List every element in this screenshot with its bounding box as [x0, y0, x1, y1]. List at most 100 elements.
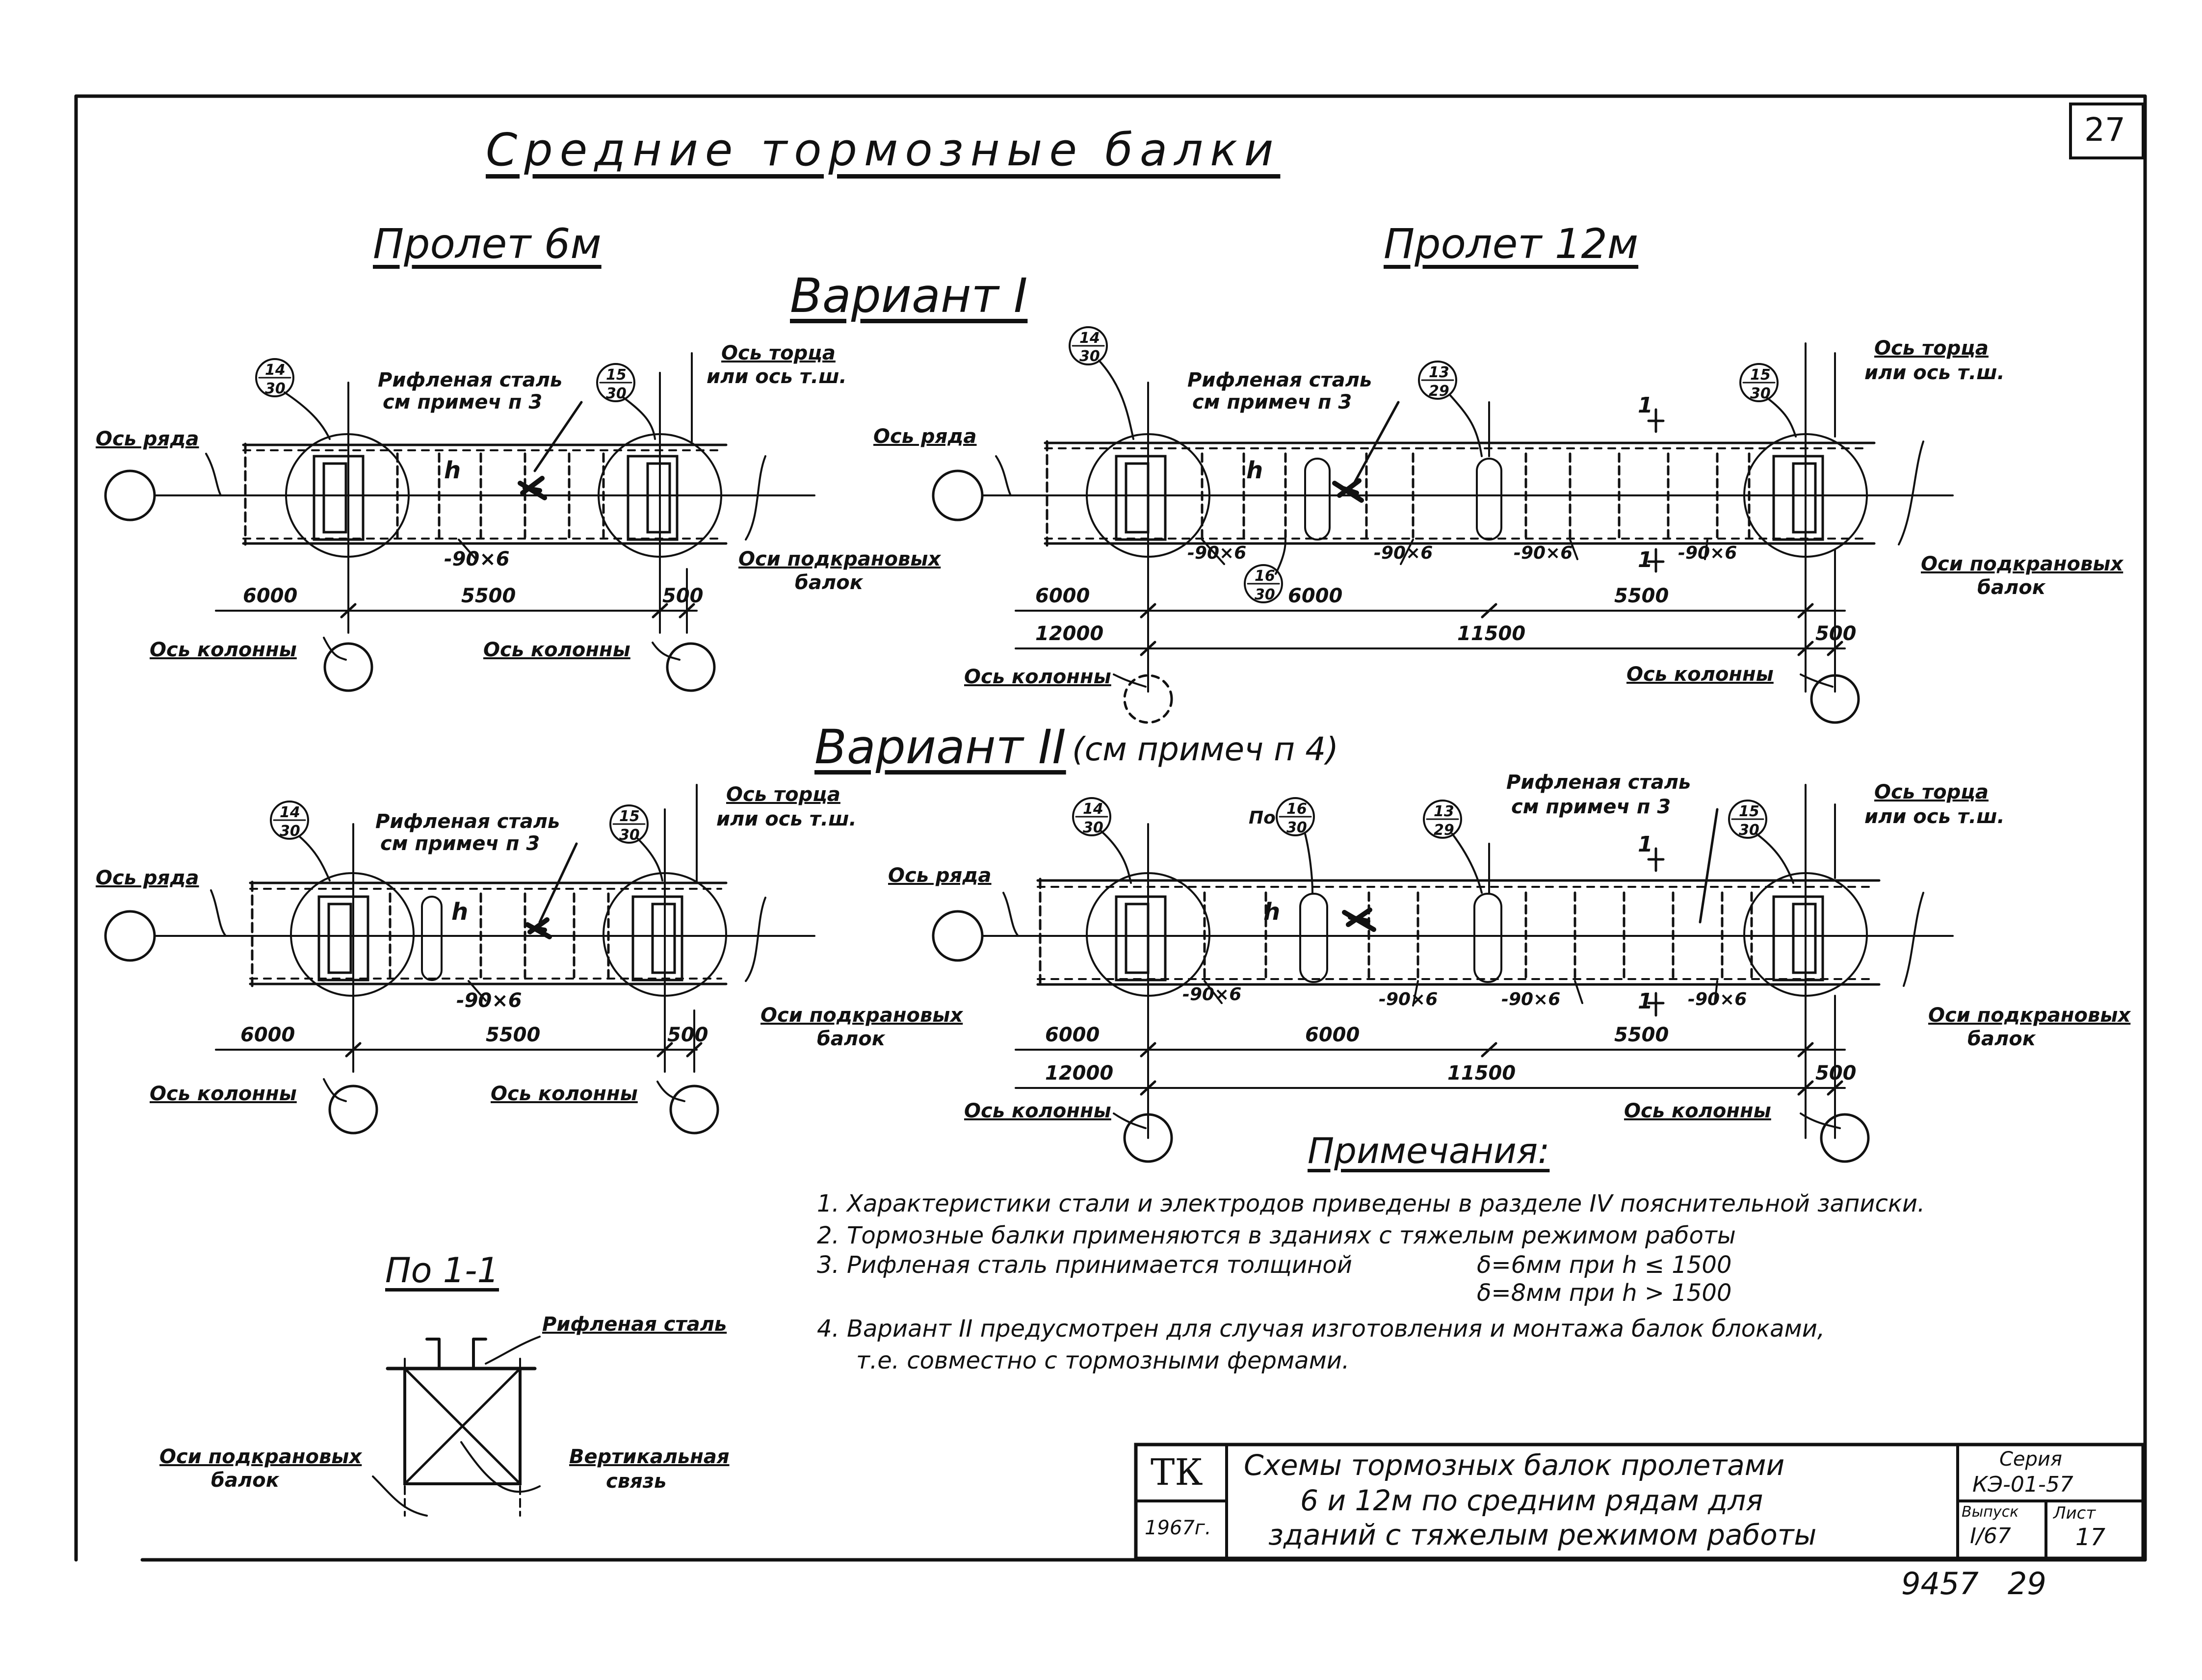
v2-12m-po: По	[1249, 808, 1276, 828]
v1-12m-plate-3: -90×6	[1514, 543, 1573, 563]
v2-6m-crane-axes-2: балок	[817, 1028, 885, 1050]
v1-12m-dim-12000: 12000	[1035, 622, 1104, 645]
v2-6m-column-axis-right: Ось колонны	[491, 1083, 638, 1105]
v2-12m-section-1b: 1	[1638, 989, 1653, 1014]
v1-6m-axis-row: Ось ряда	[96, 428, 199, 450]
variant-2-title: Вариант II	[814, 720, 1066, 775]
v2-6m-dim-6000: 6000	[240, 1024, 295, 1046]
v1-12m-mark-15: 15	[1750, 366, 1771, 384]
note-2: 2. Тормозные балки применяются в зданиях…	[817, 1222, 1736, 1249]
v1-12m-mark-13: 13	[1429, 364, 1449, 381]
section-title: По 1-1	[385, 1250, 499, 1291]
variant-2-note: (см примеч п 4)	[1072, 730, 1338, 768]
v1-12m-dim-6000b: 6000	[1288, 585, 1343, 607]
v1-12m-plate-2: -90×6	[1374, 543, 1433, 563]
v1-12m-column-axis-left: Ось колонны	[964, 666, 1111, 688]
note-3-value-b: δ=8мм при h > 1500	[1477, 1279, 1732, 1307]
v1-6m-mark-14: 14	[265, 362, 286, 379]
v1-12m-h: h	[1246, 457, 1263, 484]
v2-12m-sheet-29: 29	[1434, 822, 1454, 839]
v2-6m-crane-axes-1: Оси подкрановых	[760, 1004, 963, 1027]
title-block-tk: ТК	[1151, 1451, 1203, 1494]
v2-6m-sheet-30: 30	[280, 823, 300, 840]
v2-6m-mark-14: 14	[280, 804, 300, 821]
v2-6m-checkered-steel: Рифленая сталь	[375, 810, 560, 833]
note-1: 1. Характеристики стали и электродов при…	[817, 1190, 1925, 1217]
v2-6m-column-axis-left: Ось колонны	[150, 1083, 297, 1105]
v2-12m-plate-1: -90×6	[1182, 984, 1242, 1005]
v1-6m-column-axis-right: Ось колонны	[483, 639, 630, 661]
v1-12m-axis-end: Ось торца	[1874, 337, 1989, 360]
v2-12m-dim-6000b: 6000	[1305, 1024, 1360, 1046]
section-crane-axes-2: балок	[211, 1469, 279, 1492]
v1-6m-column-axis-left: Ось колонны	[150, 639, 297, 661]
title-block-line3: зданий с тяжелым режимом работы	[1268, 1518, 1817, 1551]
title-block-line2: 6 и 12м по средним рядам для	[1300, 1484, 1763, 1517]
section-cut-marks	[1647, 408, 1665, 1017]
note-3: 3. Рифленая сталь принимается толщиной	[817, 1251, 1352, 1279]
v1-12m-section-1a: 1	[1638, 393, 1653, 418]
v1-6m-see-note-3: см примеч п 3	[383, 391, 543, 414]
v1-12m-column-axis-right: Ось колонны	[1626, 663, 1774, 686]
v1-6m-plate: -90×6	[444, 548, 510, 570]
v1-6m-mark-15: 15	[606, 366, 627, 384]
v2-6m-dim-500: 500	[667, 1024, 708, 1046]
v2-12m-crane-axes-1: Оси подкрановых	[1928, 1004, 2131, 1027]
section-vertical-bracing-2: связь	[606, 1470, 667, 1493]
sheet-label: Лист	[2053, 1503, 2096, 1523]
v1-6m-axis-end: Ось торца	[721, 342, 836, 364]
v1-6m-dim-500: 500	[662, 585, 704, 607]
v2-12m-dim-500: 500	[1815, 1062, 1857, 1085]
beam-v2-6m	[104, 784, 815, 1135]
notes-title: Примечания:	[1308, 1130, 1550, 1171]
note-4: 4. Вариант II предусмотрен для случая из…	[817, 1315, 1825, 1343]
v2-12m-sheet-30b: 30	[1739, 822, 1759, 839]
section-crane-axes-1: Оси подкрановых	[159, 1446, 362, 1468]
v2-6m-axis-row: Ось ряда	[96, 867, 199, 889]
section-1-1-detail	[372, 1336, 541, 1517]
v2-12m-dim-11500: 11500	[1447, 1062, 1516, 1085]
v2-12m-sheet-30c: 30	[1286, 819, 1307, 836]
v1-12m-see-note-3: см примеч п 3	[1192, 391, 1352, 414]
v1-6m-sheet-30: 30	[265, 380, 286, 397]
v2-12m-sheet-30: 30	[1083, 819, 1103, 836]
v2-12m-mark-16: 16	[1286, 801, 1307, 818]
title-block-line1: Схемы тормозных балок пролетами	[1244, 1448, 1785, 1482]
v1-12m-plate-4: -90×6	[1678, 543, 1737, 563]
v1-6m-crane-axes-2: балок	[795, 571, 863, 594]
beam-v2-12m	[932, 784, 1954, 1163]
v1-6m-axis-end-alt: или ось т.ш.	[707, 365, 847, 388]
v1-12m-sheet-29: 29	[1429, 383, 1449, 400]
v2-6m-sheet-30b: 30	[619, 827, 640, 844]
v1-6m-crane-axes-1: Оси подкрановых	[738, 548, 941, 570]
variant-1-title: Вариант I	[790, 268, 1028, 323]
page-title: Средние тормозные балки	[486, 124, 1281, 176]
beam-v1-12m	[932, 326, 1954, 724]
v2-12m-mark-15: 15	[1739, 803, 1759, 820]
v2-12m-mark-13: 13	[1434, 803, 1454, 820]
v2-6m-axis-end: Ось торца	[726, 783, 840, 806]
sheet-value: 17	[2075, 1524, 2106, 1551]
title-block	[1134, 1443, 2145, 1560]
v1-12m-checkered-steel: Рифленая сталь	[1187, 369, 1372, 391]
v2-6m-mark-15: 15	[619, 808, 640, 825]
v2-12m-dim-5500: 5500	[1614, 1024, 1669, 1046]
note-4-cont: т.е. совместно с тормозными фермами.	[856, 1347, 1350, 1374]
v1-12m-crane-axes-2: балок	[1977, 576, 2045, 599]
v2-12m-axis-row: Ось ряда	[888, 864, 992, 887]
v1-12m-sheet-30: 30	[1079, 348, 1100, 365]
v1-6m-checkered-steel: Рифленая сталь	[378, 369, 563, 391]
issue-value: I/67	[1970, 1524, 2011, 1549]
note-3-value-a: δ=6мм при h ≤ 1500	[1477, 1251, 1732, 1279]
issue-label: Выпуск	[1962, 1503, 2019, 1521]
v2-12m-dim-6000a: 6000	[1045, 1024, 1100, 1046]
v1-12m-axis-row: Ось ряда	[873, 425, 977, 448]
v2-12m-plate-3: -90×6	[1501, 989, 1561, 1009]
v1-6m-dim-6000: 6000	[243, 585, 298, 607]
v1-12m-dim-6000a: 6000	[1035, 585, 1090, 607]
v1-6m-sheet-30b: 30	[606, 385, 627, 402]
section-checkered-steel: Рифленая сталь	[542, 1313, 727, 1336]
v1-12m-axis-end-alt: или ось т.ш.	[1864, 362, 2005, 384]
